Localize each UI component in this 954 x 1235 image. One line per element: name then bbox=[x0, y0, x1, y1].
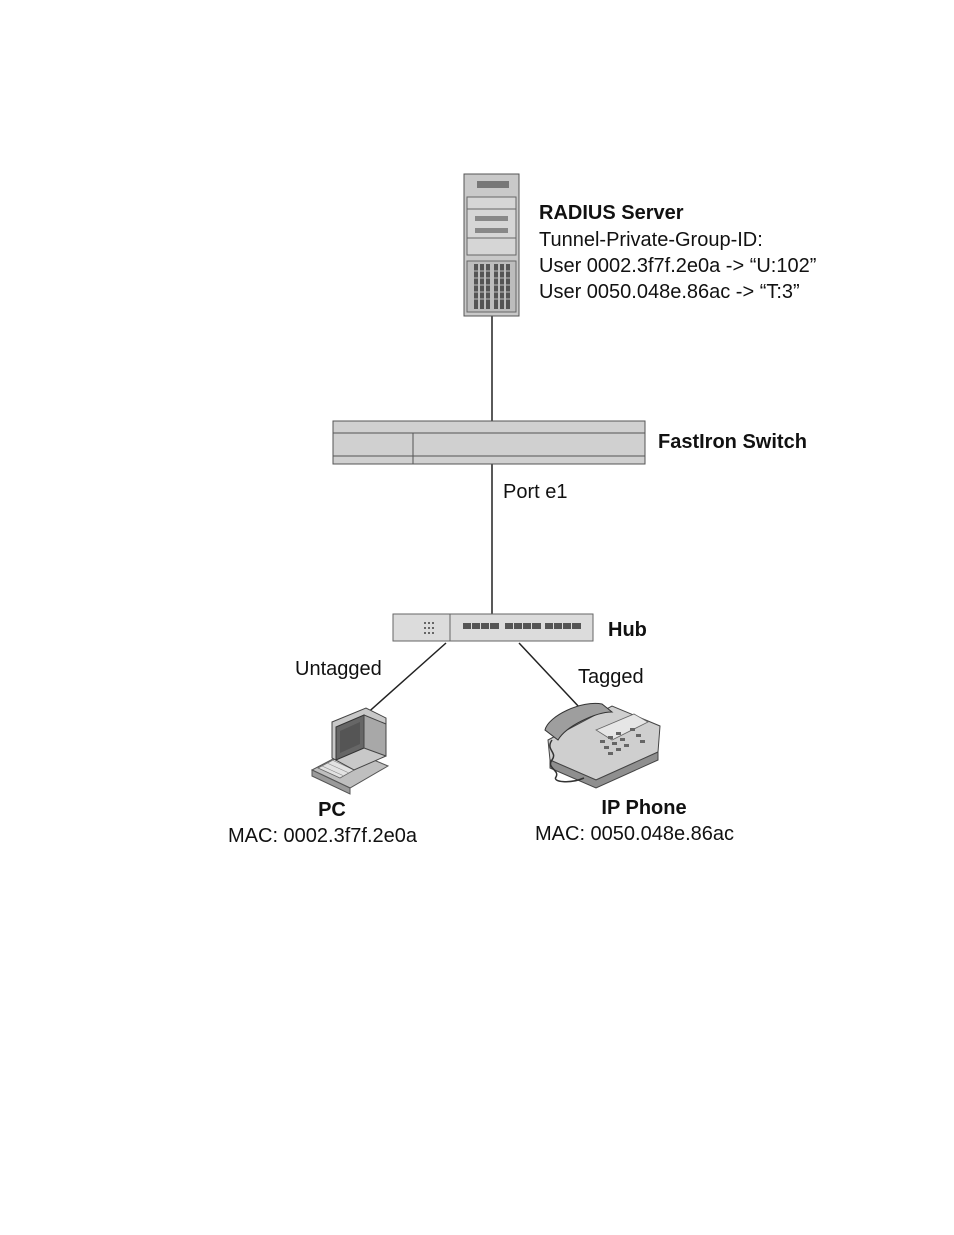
fastiron-switch-icon bbox=[333, 421, 645, 464]
pc-title: PC bbox=[232, 797, 432, 823]
radius-attribute-label: Tunnel-Private-Group-ID: bbox=[539, 227, 763, 253]
hub-phone-link bbox=[519, 643, 580, 708]
switch-label: FastIron Switch bbox=[658, 429, 807, 455]
untagged-label: Untagged bbox=[295, 656, 382, 682]
port-label: Port e1 bbox=[503, 479, 567, 505]
hub-icon bbox=[393, 614, 593, 641]
ip-phone-mac: MAC: 0050.048e.86ac bbox=[535, 821, 734, 847]
pc-icon bbox=[312, 708, 388, 794]
ip-phone-title: IP Phone bbox=[544, 795, 744, 821]
radius-user2-mapping: User 0050.048e.86ac -> “T:3” bbox=[539, 279, 800, 305]
ip-phone-icon bbox=[545, 703, 660, 788]
hub-label: Hub bbox=[608, 617, 647, 643]
tagged-label: Tagged bbox=[578, 664, 644, 690]
radius-user1-mapping: User 0002.3f7f.2e0a -> “U:102” bbox=[539, 253, 816, 279]
pc-mac: MAC: 0002.3f7f.2e0a bbox=[228, 823, 417, 849]
radius-server-icon bbox=[464, 174, 519, 316]
radius-server-title: RADIUS Server bbox=[539, 200, 684, 226]
